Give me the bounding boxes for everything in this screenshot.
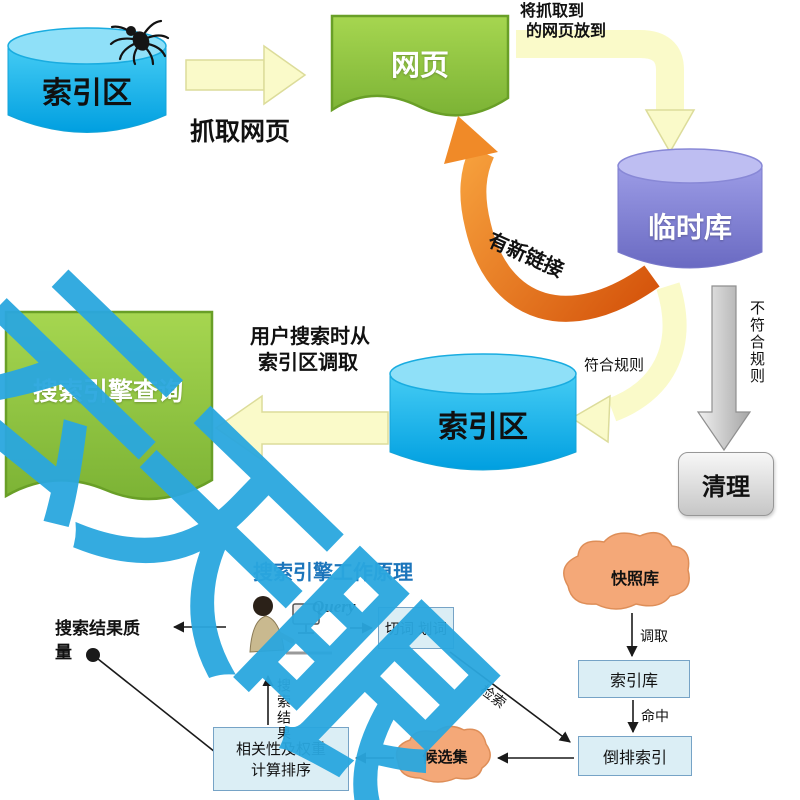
ranking-box-line2: 计算排序	[250, 762, 311, 779]
index-store-box: 索引库	[578, 660, 690, 698]
index-db-2-label: 索引区	[438, 411, 528, 444]
crawl-label: 抓取网页	[190, 118, 291, 146]
fetch-label: 调取	[640, 628, 668, 644]
no-match-label: 不符合规则	[748, 300, 765, 385]
candidate-set-label: 候选集	[422, 749, 468, 766]
snapshot-cloud-shape	[563, 531, 690, 610]
no-match-arrow	[696, 285, 752, 452]
hit-label: 命中	[641, 708, 669, 724]
query-doc-label: 搜索引擎查询	[32, 378, 183, 406]
ranking-box: 相关性及权重 计算排序	[213, 727, 349, 791]
temp-db-label: 临时库	[647, 212, 732, 243]
spider-icon	[109, 19, 170, 66]
index-db-1-label: 索引区	[42, 77, 132, 110]
temp-db-cylinder-icon	[617, 148, 763, 269]
candidate-cloud-shape	[395, 725, 491, 783]
to-temp-db-arrow	[516, 30, 696, 154]
index-db-2-cylinder-icon	[389, 353, 577, 471]
match-rule-label: 符合规则	[584, 357, 645, 374]
snapshot-cloud-label: 快照库	[610, 571, 659, 588]
webpage-document-shape	[330, 14, 510, 117]
query-note-line2: 索引区调取	[258, 352, 358, 374]
segment-box: 切词 划词	[378, 607, 454, 649]
clean-box: 清理	[678, 452, 774, 516]
quality-anchor-dot	[86, 648, 100, 662]
inverted-index-box: 倒排索引	[578, 736, 692, 776]
index-db-1-cylinder-icon	[7, 27, 167, 133]
bottom-section-title: 搜索引擎工作原理	[253, 562, 413, 584]
person-computer-icon	[249, 596, 332, 655]
crawl-arrow	[185, 44, 307, 106]
segment-to-index-connector	[449, 651, 571, 743]
quality-label-line2: 量	[55, 643, 72, 662]
query-arrow	[214, 394, 389, 462]
query-note-line1: 用户搜索时从	[250, 326, 370, 348]
new-link-arrow	[444, 116, 660, 322]
query-document-shape	[4, 310, 214, 501]
webpage-label: 网页	[390, 50, 449, 82]
quality-to-ranking-line	[92, 654, 216, 753]
query-word-label: Query	[312, 597, 356, 616]
to-temp-note-line1: 将抓取到	[520, 3, 585, 20]
ranking-box-line1: 相关性及权重	[235, 741, 326, 758]
to-temp-note-line2: 的网页放到	[526, 23, 607, 40]
match-rule-arrow	[570, 282, 687, 444]
quality-label-line1: 搜索结果质	[55, 619, 140, 638]
search-result-label: 搜索结果	[276, 678, 292, 742]
